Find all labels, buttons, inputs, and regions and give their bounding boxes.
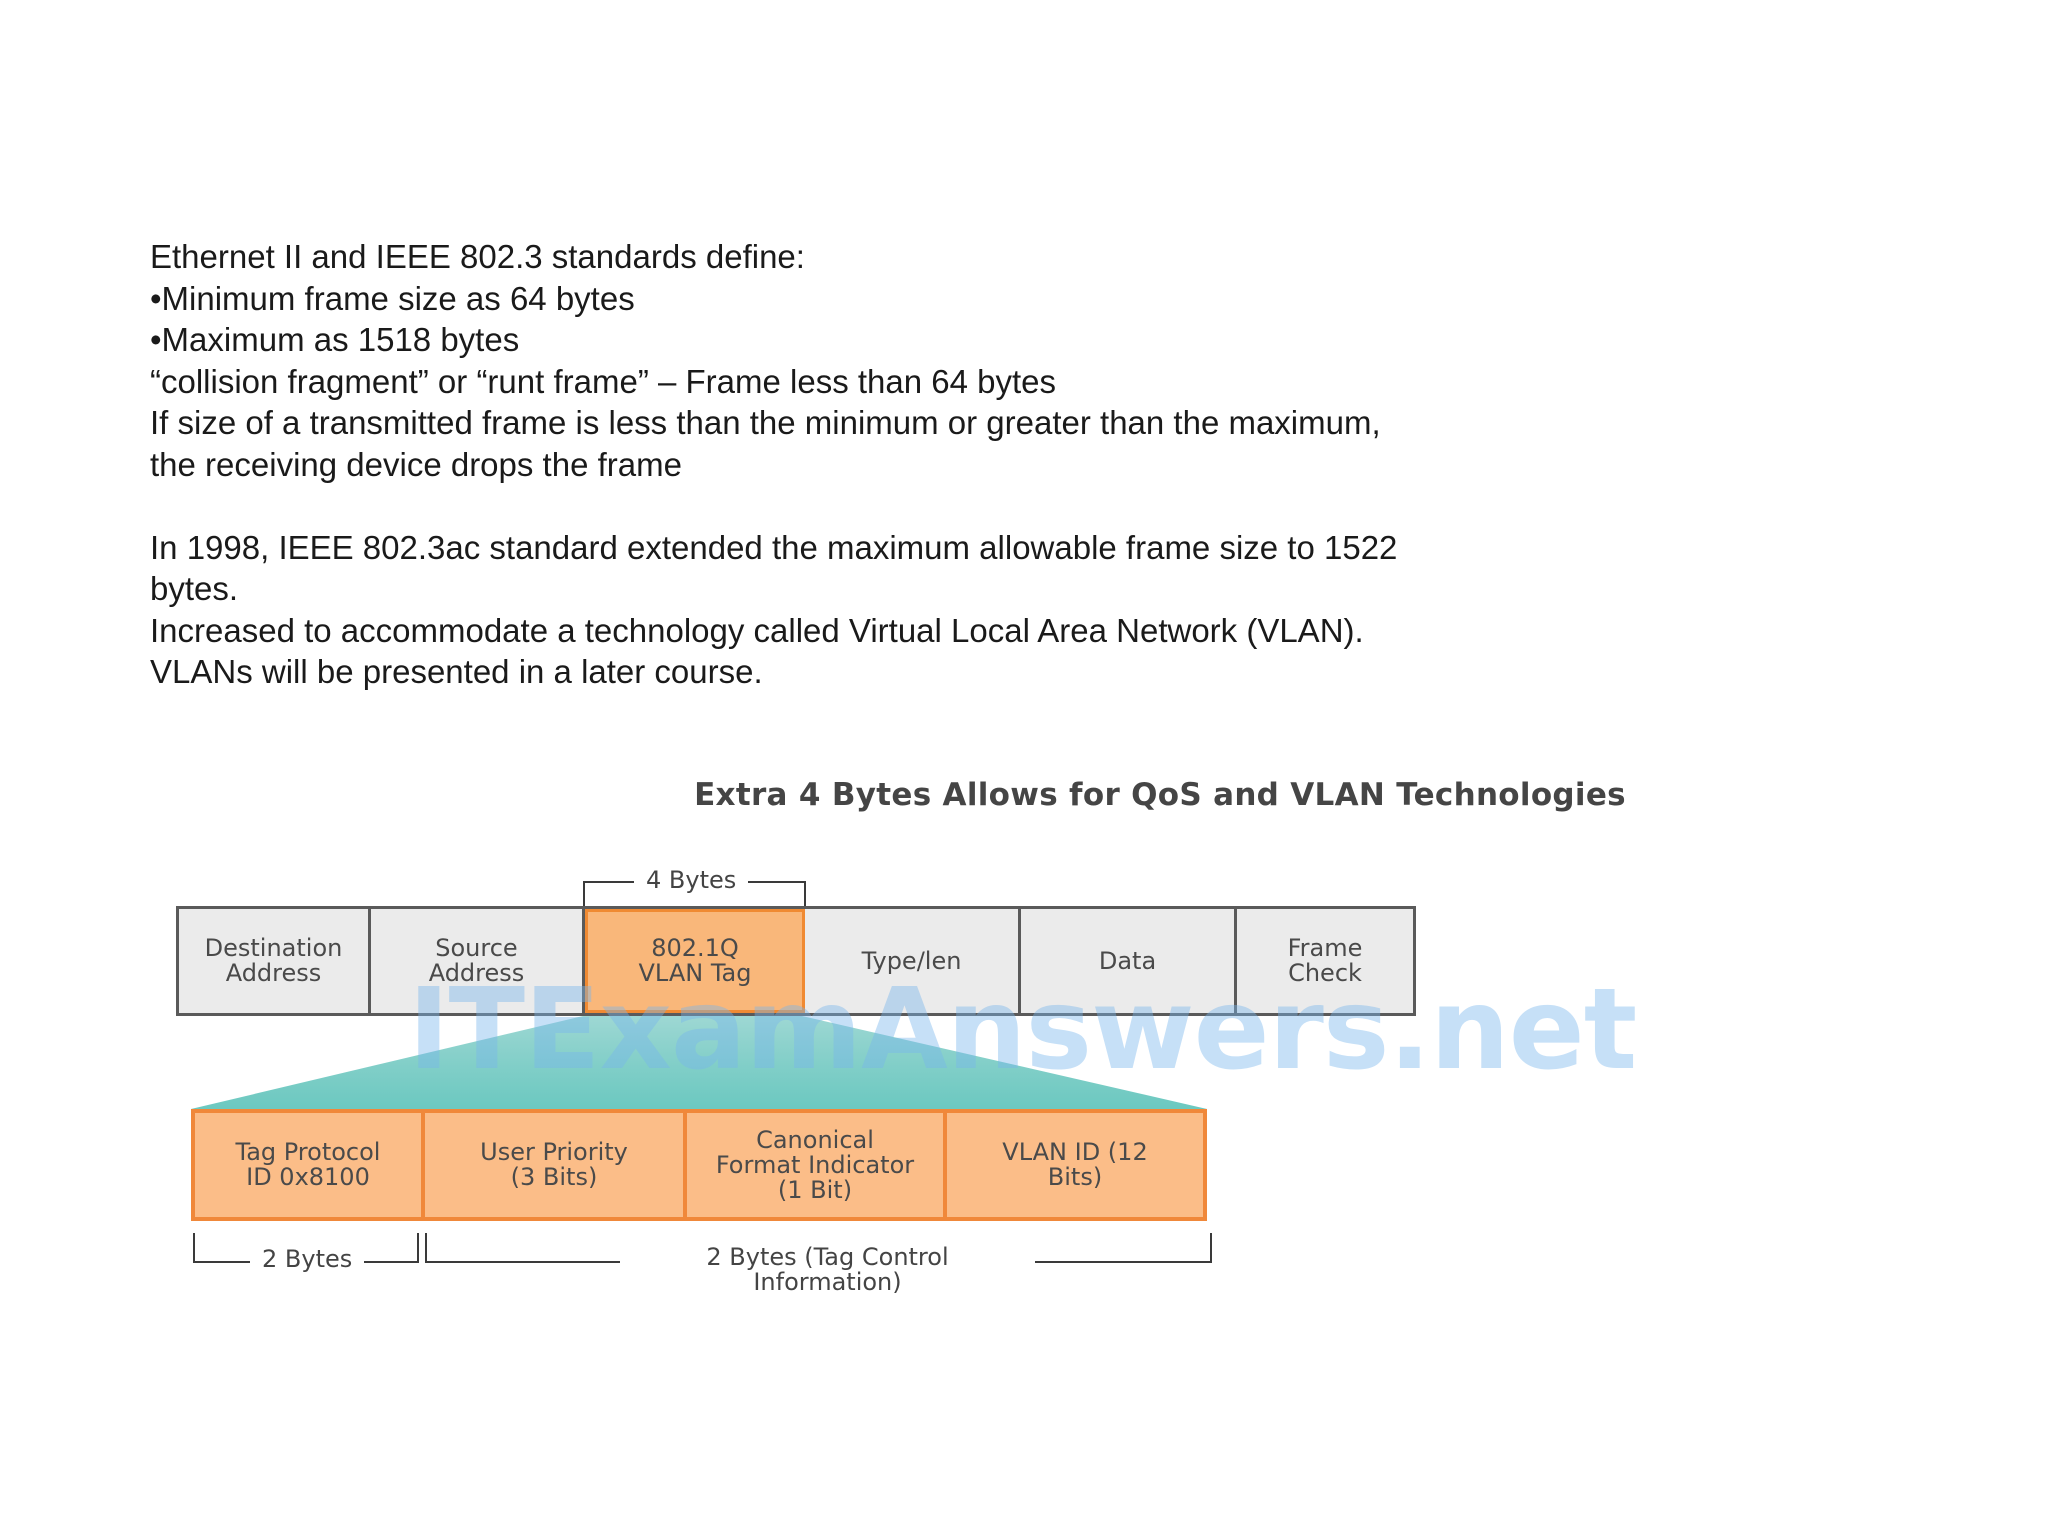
bottom-brace-right-label: 2 Bytes (Tag Control Information) (620, 1245, 1035, 1295)
top-brace-label: 4 Bytes (634, 866, 749, 894)
tag-field-priority: User Priority (3 Bits) (425, 1113, 687, 1217)
text-line: •Maximum as 1518 bytes (150, 321, 520, 358)
tag-field-vlan-id: VLAN ID (12 Bits) (1002, 1138, 1148, 1191)
frame-field-type: Type/len (805, 909, 1021, 1013)
diagram-title: Extra 4 Bytes Allows for QoS and VLAN Te… (694, 777, 1626, 813)
frame-field-check: Frame Check (1237, 909, 1413, 1013)
text-line: the receiving device drops the frame (150, 445, 682, 483)
text-line: If size of a transmitted frame is less t… (150, 404, 1381, 441)
slide-text: Ethernet II and IEEE 802.3 standards def… (150, 236, 1550, 693)
text-line: In 1998, IEEE 802.3ac standard extended … (150, 528, 1398, 566)
ethernet-frame: Destination Address Source Address 802.1… (176, 906, 1416, 1016)
bottom-brace-left-label: 2 Bytes (250, 1245, 365, 1273)
frame-field-vlan-tag: 802.1Q VLAN Tag (585, 909, 805, 1013)
text-line: VLANs will be presented in a later cours… (150, 653, 763, 690)
frame-field-source: Source Address (371, 909, 585, 1013)
text-line: Increased to accommodate a technology ca… (150, 611, 1364, 649)
frame-field-destination: Destination Address (179, 909, 371, 1013)
text-line: •Minimum frame size as 64 bytes (150, 279, 635, 317)
vlan-tag-fields: Tag Protocol ID 0x8100 User Priority (3 … (191, 1109, 1207, 1221)
tag-field-tpid: Tag Protocol ID 0x8100 (195, 1113, 425, 1217)
tag-field-cfi: Canonical Format Indicator (1 Bit) (687, 1113, 947, 1217)
text-line: bytes. (150, 570, 239, 607)
text-line: Ethernet II and IEEE 802.3 standards def… (150, 238, 805, 275)
frame-field-data: Data (1021, 909, 1237, 1013)
text-line: “collision fragment” or “runt frame” – F… (150, 362, 1057, 400)
